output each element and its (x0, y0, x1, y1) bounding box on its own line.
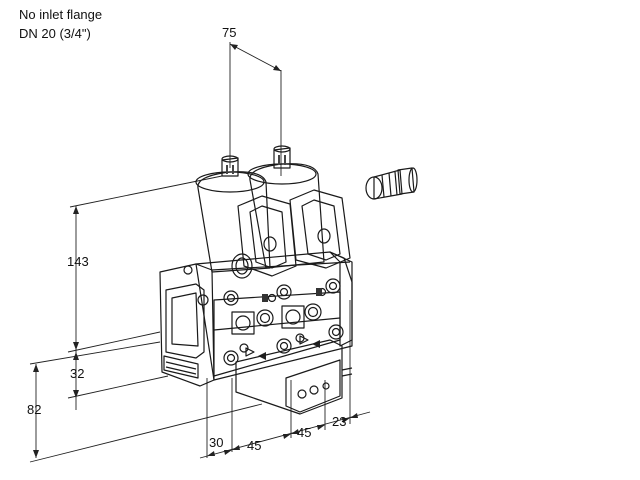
dimension-label-82: 82 (27, 402, 41, 417)
cable-gland (365, 167, 418, 200)
dimension-lines (29, 42, 371, 463)
valve-assembly (159, 145, 353, 415)
dimension-label-45-b: 45 (297, 425, 311, 440)
dimension-label-23: 23 (332, 414, 346, 429)
caption-line-1: No inlet flange (19, 7, 103, 22)
dimension-label-32: 32 (70, 366, 84, 381)
valve-side-panel (329, 251, 353, 347)
solenoid-coil-right (247, 145, 351, 269)
solenoid-coil-left (195, 155, 297, 279)
dimension-label-45-a: 45 (247, 438, 261, 453)
dimension-label-30: 30 (209, 435, 223, 450)
electrical-connector (235, 339, 353, 415)
dimension-label-143: 143 (67, 254, 89, 269)
dimension-label-75: 75 (222, 25, 236, 40)
caption-line-2: DN 20 (3/4") (19, 26, 91, 41)
